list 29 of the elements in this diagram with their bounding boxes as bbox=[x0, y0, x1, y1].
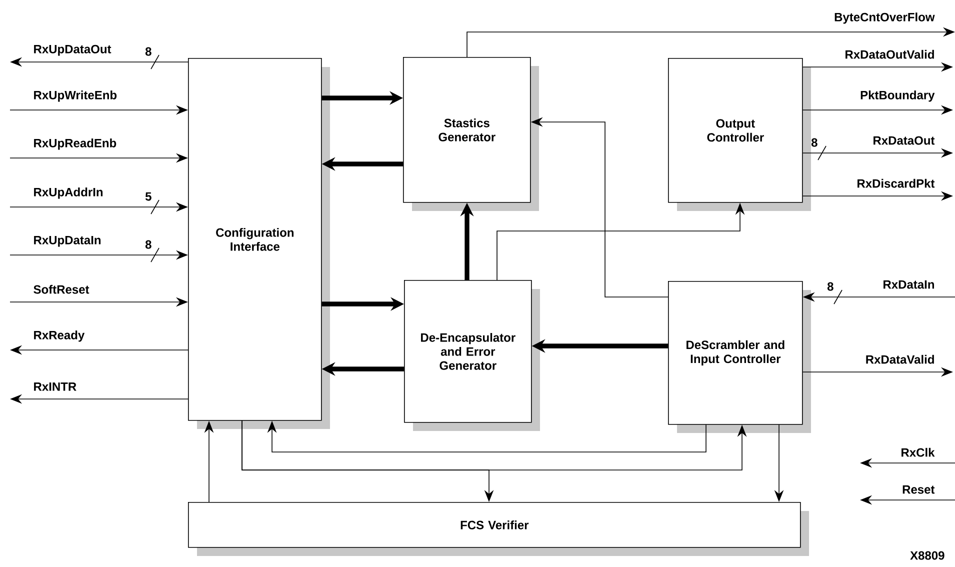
block-box: DeScrambler and Input Controller bbox=[668, 281, 812, 433]
bus-width: 8 bbox=[811, 138, 818, 147]
signal-label: PktBoundary bbox=[860, 90, 935, 102]
signal-label: RxUpDataOut bbox=[34, 44, 112, 56]
signal-label: RxDataOutValid bbox=[846, 50, 934, 59]
figure-number: X8809 bbox=[910, 551, 944, 560]
signal-label: RxUpWriteEnb bbox=[34, 90, 117, 102]
block-box: Configuration Interface bbox=[188, 58, 330, 429]
block-box: Stastics Generator bbox=[403, 57, 539, 211]
signal-name: Reset bbox=[902, 485, 935, 494]
signal-label: RxDataOut bbox=[874, 136, 935, 145]
signal-label: RxReady bbox=[34, 330, 85, 342]
block-box: De-Encapsulator and Error Generator bbox=[404, 280, 540, 431]
signal-label: RxDiscardPkt bbox=[858, 178, 935, 188]
signal-name: RxClk bbox=[902, 448, 935, 457]
bus-width: 8 bbox=[827, 282, 834, 291]
bus-width: 8 bbox=[145, 47, 152, 56]
signal-label: RxDataIn bbox=[884, 280, 934, 289]
bus-width: 8 bbox=[145, 240, 152, 249]
signal-label: RxUpDataIn bbox=[34, 236, 101, 247]
signal-label: RxINTR bbox=[34, 382, 76, 391]
signal-label: RxUpReadEnb bbox=[34, 138, 116, 150]
bus-width: 5 bbox=[145, 192, 152, 201]
signal-label: RxUpAddrIn bbox=[34, 188, 103, 199]
signal-label: RxDataValid bbox=[866, 354, 934, 364]
signal-label: SoftReset bbox=[34, 284, 90, 294]
signal-label: ByteCntOverFlow bbox=[834, 12, 935, 24]
block-box: Output Controller bbox=[668, 58, 812, 211]
block-box: FCS Verifier bbox=[188, 502, 810, 556]
